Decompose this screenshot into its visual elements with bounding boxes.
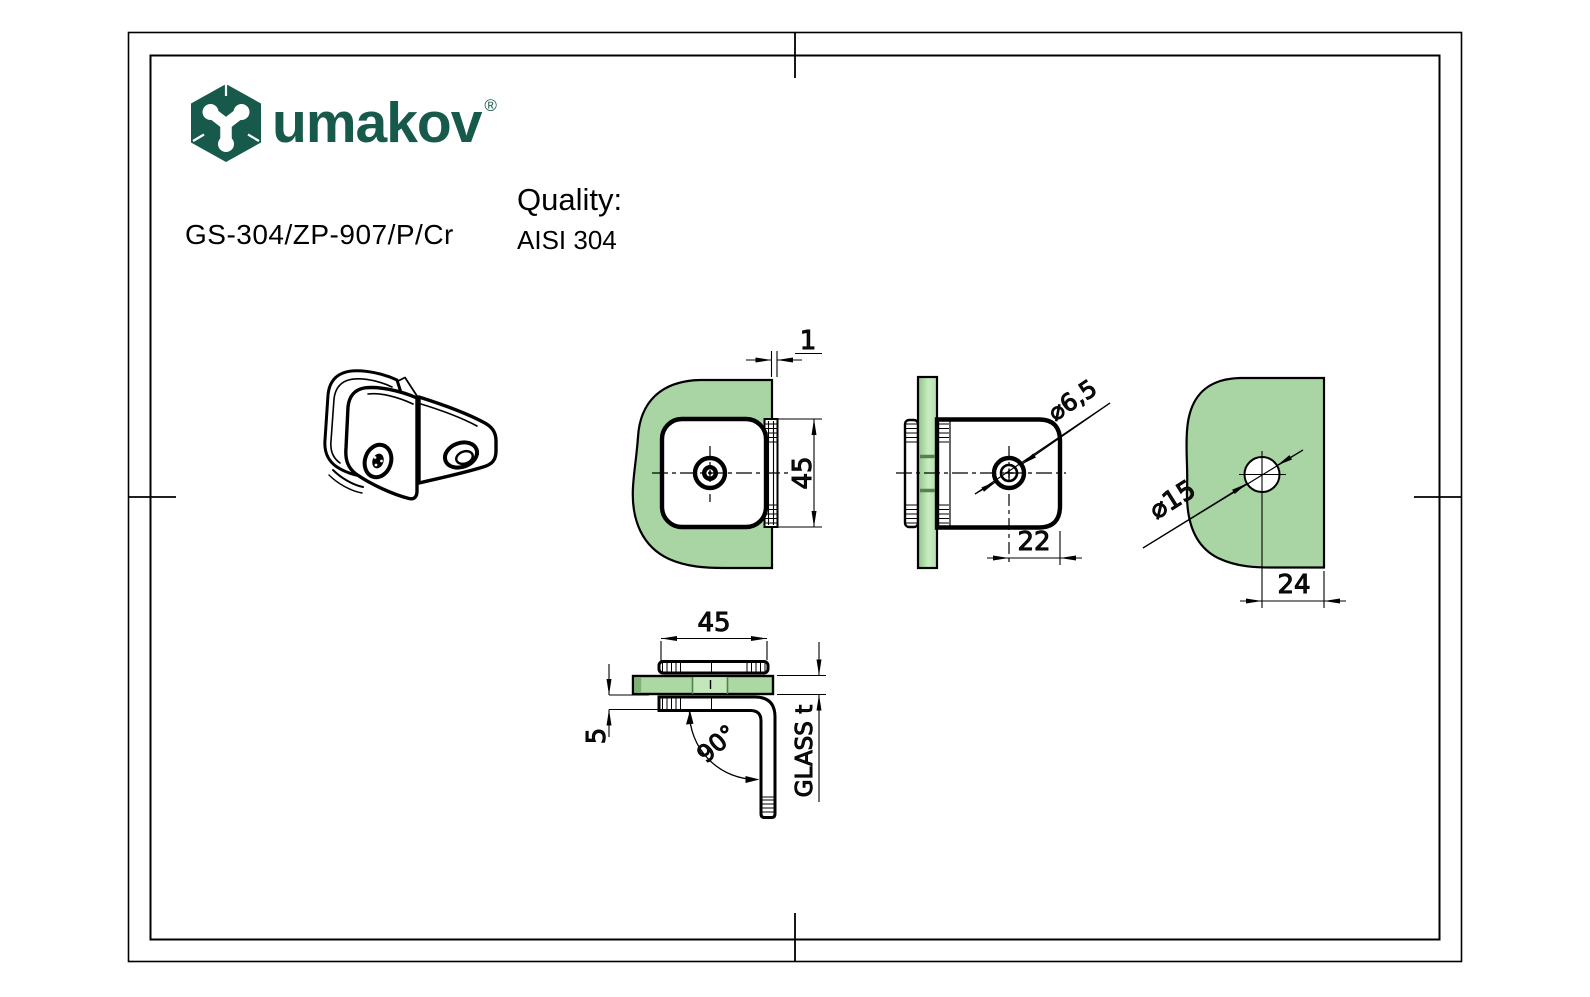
quality-value: AISI 304 bbox=[517, 225, 617, 255]
top-glass-strip bbox=[631, 674, 775, 696]
brand-logo: umakov ® bbox=[189, 83, 497, 163]
dim-front-gap: 1 bbox=[800, 326, 817, 356]
dim-side-offset: 22 bbox=[1017, 527, 1050, 557]
view-top: 45 90° 5 GLASS t bbox=[582, 608, 826, 819]
view-side: ⌀6,5 22 bbox=[896, 374, 1111, 570]
dim-top-width: 45 bbox=[697, 608, 730, 638]
registered-mark: ® bbox=[484, 96, 497, 115]
dim-top-angle: 90° bbox=[692, 719, 742, 768]
angle-arc bbox=[688, 711, 757, 781]
part-number: GS-304/ZP-907/P/Cr bbox=[185, 219, 454, 250]
top-far-plate bbox=[657, 660, 770, 675]
frame-center-ticks bbox=[128, 32, 1462, 962]
view-glass-panel: ⌀15 24 bbox=[1142, 376, 1346, 608]
dim-glass-offset: 24 bbox=[1277, 570, 1310, 600]
dim-glass-thickness: GLASS t bbox=[792, 705, 818, 797]
view-isometric bbox=[323, 369, 498, 501]
iso-screw-hole bbox=[362, 442, 394, 480]
dim-side-hole-dia: ⌀6,5 bbox=[1043, 374, 1102, 427]
view-front: 45 1 bbox=[631, 326, 822, 570]
drawing-frame bbox=[127, 31, 1463, 963]
dim-front-height: 45 bbox=[788, 456, 818, 489]
brand-logo-icon bbox=[191, 84, 261, 162]
dim-top-plate-offset: 5 bbox=[582, 728, 612, 745]
iso-plain-hole bbox=[442, 440, 480, 470]
quality-label: Quality: bbox=[517, 182, 623, 217]
brand-name: umakov bbox=[272, 90, 482, 155]
